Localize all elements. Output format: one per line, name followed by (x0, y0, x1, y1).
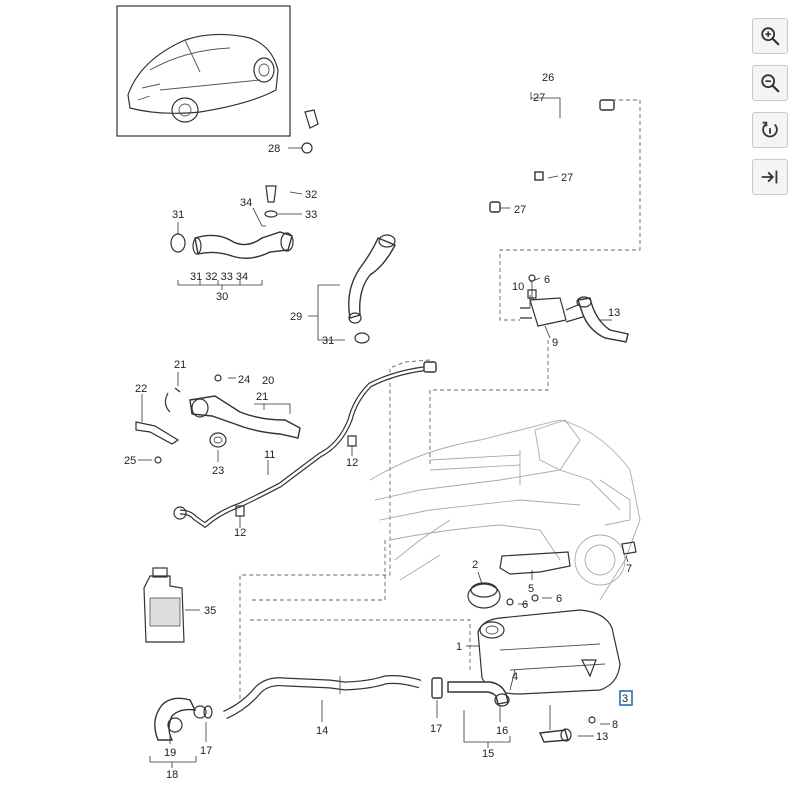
callout-30[interactable]: 30 (216, 291, 228, 303)
fit-to-screen-button[interactable] (752, 159, 788, 195)
callout-19[interactable]: 19 (164, 747, 176, 759)
callout-27b[interactable]: 27 (561, 172, 573, 184)
hose-13-lower (538, 705, 596, 743)
callout-labels: 26 27 27 27 28 32 33 34 31 31 32 33 34 3… (124, 72, 632, 781)
expansion-tank (477, 609, 621, 695)
cap-2 (467, 582, 501, 609)
viewer-toolbar (752, 18, 792, 206)
callout-35[interactable]: 35 (204, 605, 216, 617)
hose-26 (301, 99, 615, 213)
callout-31a[interactable]: 31 (172, 209, 184, 221)
callout-16[interactable]: 16 (496, 725, 508, 737)
callout-21b[interactable]: 21 (256, 391, 268, 403)
callout-6c[interactable]: 6 (556, 593, 562, 605)
callout-18[interactable]: 18 (166, 769, 178, 781)
callout-10[interactable]: 10 (512, 281, 524, 293)
callout-21a[interactable]: 21 (174, 359, 186, 371)
callout-3[interactable]: 3 (622, 693, 628, 705)
callout-25[interactable]: 25 (124, 455, 136, 467)
callout-15[interactable]: 15 (482, 748, 494, 760)
callout-32[interactable]: 32 (305, 189, 317, 201)
engine-bay-outline (369, 419, 641, 601)
callout-sub30[interactable]: 31 32 33 34 (190, 271, 248, 283)
callout-14[interactable]: 14 (316, 725, 328, 737)
callout-11[interactable]: 11 (264, 449, 275, 461)
callout-24[interactable]: 24 (238, 374, 250, 386)
callout-1[interactable]: 1 (456, 641, 462, 653)
hose-18-assembly (154, 697, 213, 741)
hose-20-assembly (135, 374, 301, 464)
callout-13a[interactable]: 13 (608, 307, 620, 319)
callout-23[interactable]: 23 (212, 465, 224, 477)
callout-26[interactable]: 26 (542, 72, 554, 84)
callout-31b[interactable]: 31 (322, 335, 334, 347)
callout-27a[interactable]: 27 (533, 92, 545, 104)
callout-6b[interactable]: 6 (522, 599, 528, 611)
parts-diagram: 26 27 27 27 28 32 33 34 31 31 32 33 34 3… (116, 5, 641, 781)
callout-17a[interactable]: 17 (430, 723, 442, 735)
reset-rotation-button[interactable] (752, 112, 788, 148)
callout-4[interactable]: 4 (512, 671, 518, 683)
zoom-in-button[interactable] (752, 18, 788, 54)
rotate-reset-icon (762, 121, 778, 138)
callout-28[interactable]: 28 (268, 143, 280, 155)
callout-5[interactable]: 5 (528, 583, 534, 595)
zoom-out-icon (761, 74, 780, 93)
callout-13b[interactable]: 13 (596, 731, 608, 743)
zoom-in-icon (761, 27, 780, 46)
hose-15 (431, 677, 510, 707)
callout-2[interactable]: 2 (472, 559, 478, 571)
callout-29[interactable]: 29 (290, 311, 302, 323)
callout-12b[interactable]: 12 (234, 527, 246, 539)
arrow-to-line-icon (761, 170, 778, 184)
callout-12a[interactable]: 12 (346, 457, 358, 469)
hose-13-upper (576, 296, 629, 343)
callout-22[interactable]: 22 (135, 383, 147, 395)
connection-lines (239, 99, 641, 700)
callout-33[interactable]: 33 (305, 209, 317, 221)
leader-lines (138, 92, 633, 768)
hose-30-assembly (170, 185, 294, 259)
callout-9[interactable]: 9 (552, 337, 558, 349)
clip-7 (621, 541, 637, 555)
callout-27c[interactable]: 27 (514, 204, 526, 216)
clips-12 (235, 435, 357, 517)
callout-7[interactable]: 7 (626, 563, 632, 575)
hose-14 (223, 675, 422, 720)
callout-17b[interactable]: 17 (200, 745, 212, 757)
hose-29 (348, 234, 396, 344)
bracket-5 (499, 551, 571, 606)
callout-20[interactable]: 20 (262, 375, 274, 387)
callout-6a[interactable]: 6 (544, 274, 550, 286)
callout-34[interactable]: 34 (240, 197, 252, 209)
hose-11 (173, 361, 437, 529)
callout-8[interactable]: 8 (612, 719, 618, 731)
zoom-out-button[interactable] (752, 65, 788, 101)
vehicle-thumbnail (116, 5, 291, 137)
coolant-bottle (143, 567, 185, 643)
